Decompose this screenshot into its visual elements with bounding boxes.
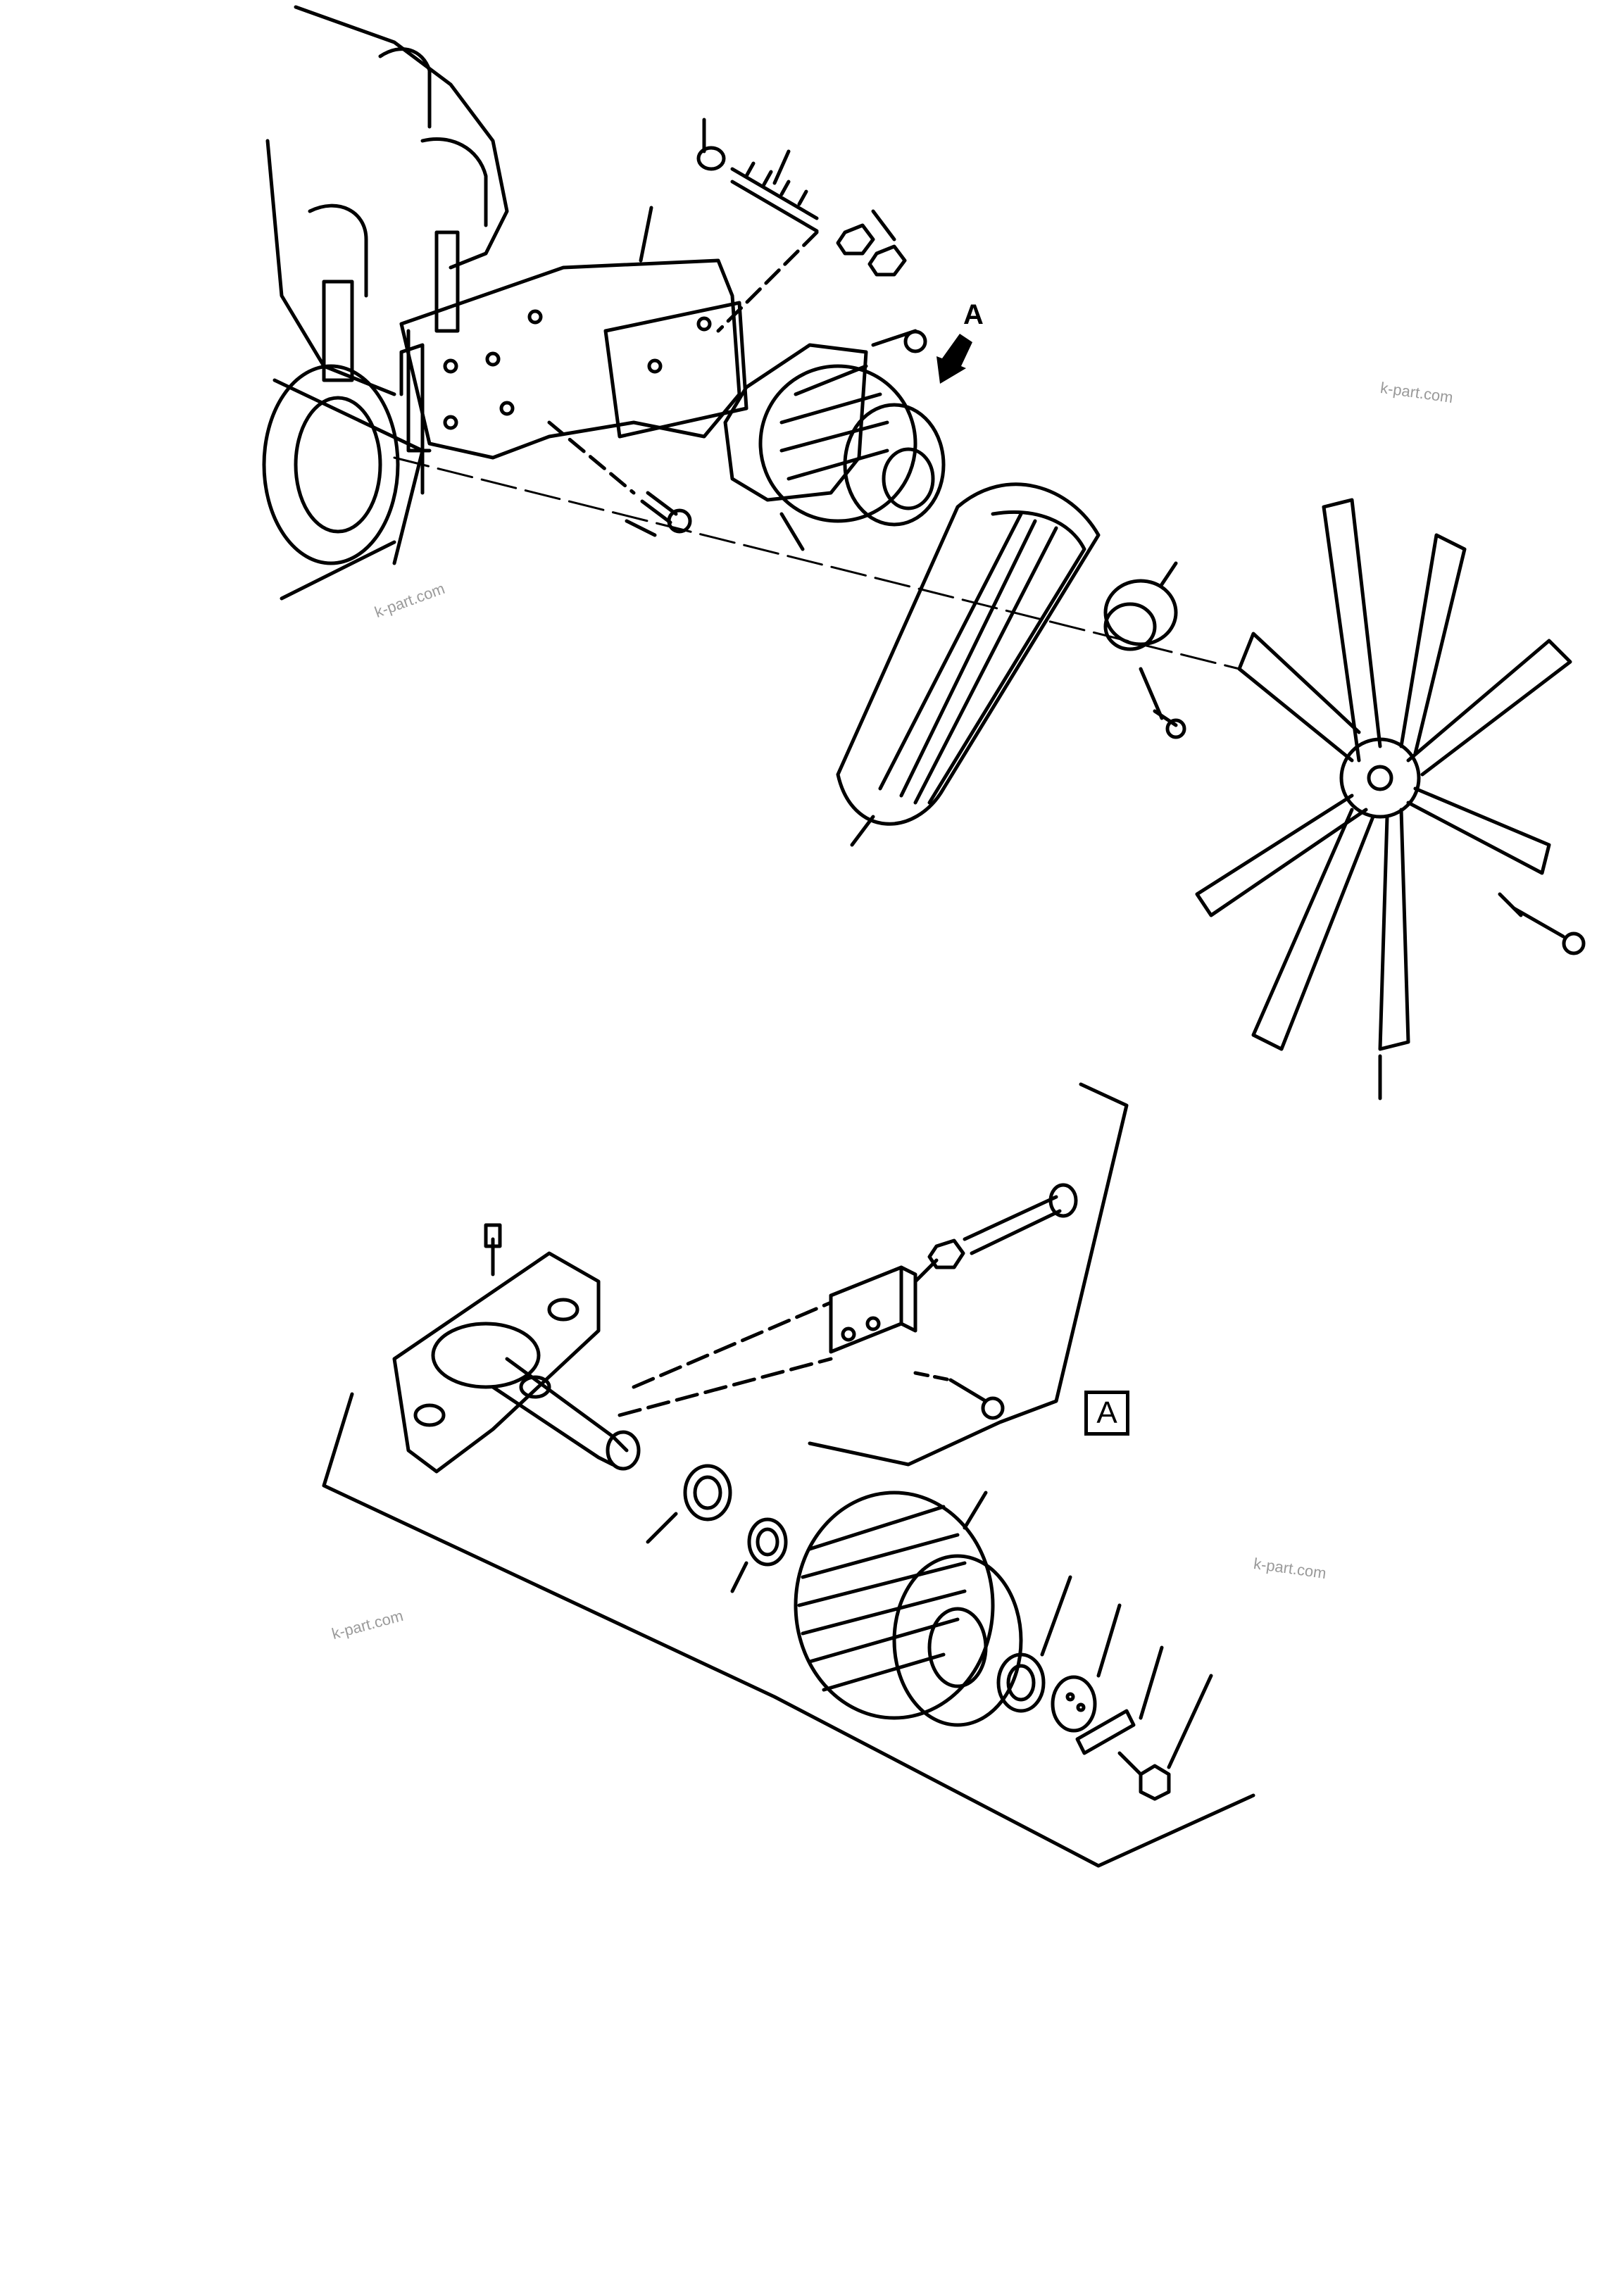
mounting-bracket (399, 206, 748, 460)
fan-spacer (1103, 561, 1186, 739)
tensioner-arm-plate (392, 1223, 641, 1474)
through-bolt-and-nuts (696, 118, 907, 333)
center-line (393, 456, 1241, 670)
adjuster-block (618, 1183, 1078, 1420)
end-hardware (996, 1575, 1213, 1801)
tensioner-pulley-detail (794, 1491, 1023, 1727)
engine-block (262, 5, 509, 601)
view-arrow-label: A (963, 299, 984, 330)
drive-belt (836, 482, 1101, 847)
view-arrow (936, 334, 972, 384)
bracket-bolt (547, 420, 692, 537)
detail-box-label: A (1084, 1391, 1129, 1436)
seal-and-bearings (646, 1464, 788, 1593)
detail-outline (322, 1082, 1255, 1868)
tensioner-pulley-upper (723, 329, 946, 551)
cooling-fan (1195, 498, 1586, 1100)
